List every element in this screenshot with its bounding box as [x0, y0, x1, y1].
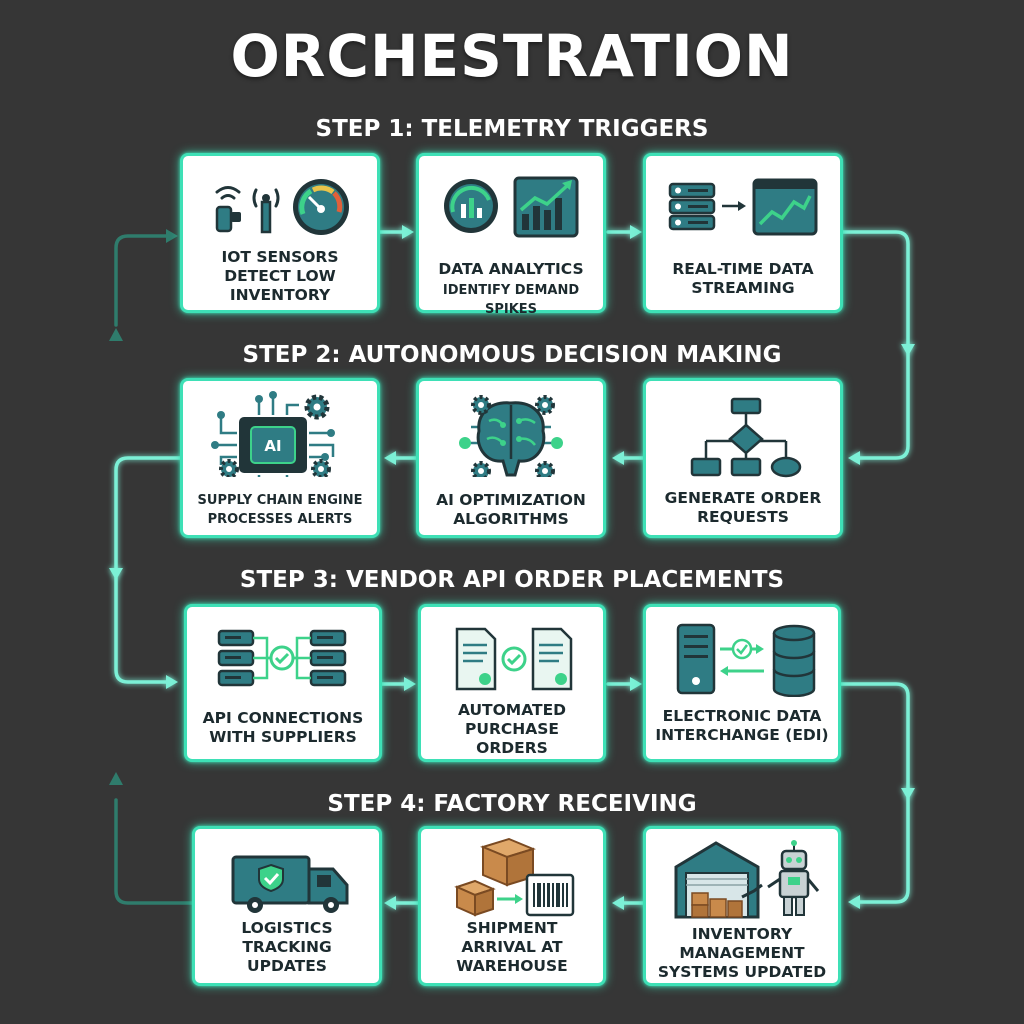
arrowhead [848, 895, 860, 909]
arrowhead [166, 229, 178, 243]
card-api-connections: API CONNECTIONS WITH SUPPLIERS [184, 604, 382, 762]
card-edi: ELECTRONIC DATA INTERCHANGE (EDI) [643, 604, 841, 762]
svg-text:AI: AI [264, 437, 281, 455]
card-purchase-orders: AUTOMATED PURCHASE ORDERS [418, 604, 606, 762]
documents-check-icon [455, 627, 573, 691]
arrowhead [166, 675, 178, 689]
card-label: API CONNECTIONS WITH SUPPLIERS [202, 709, 364, 746]
card-label: REAL-TIME DATA STREAMING [672, 260, 814, 297]
card-label: GENERATE ORDER REQUESTS [664, 489, 822, 526]
arrowhead [402, 225, 414, 239]
boxes-barcode-icon [454, 837, 575, 917]
card-label: LOGISTICS TRACKING UPDATES [241, 919, 333, 975]
server-database-exchange-icon [676, 623, 816, 697]
ai-chip-gears-icon: AI [211, 391, 335, 477]
card-label: IOT SENSORS DETECT LOW INVENTORY [221, 248, 339, 304]
arrowhead [612, 451, 624, 465]
iot-sensors-gauge-icon [215, 179, 349, 235]
arrowhead [630, 677, 642, 691]
card-sublabel: IDENTIFY DEMAND SPIKES [442, 283, 580, 317]
card-shipment-arrival: SHIPMENT ARRIVAL AT WAREHOUSE [418, 826, 606, 986]
arrowhead [109, 772, 123, 785]
arrowhead [384, 451, 396, 465]
card-label: DATA ANALYTICS [438, 260, 584, 278]
card-data-analytics: DATA ANALYTICS IDENTIFY DEMAND SPIKES [416, 153, 606, 317]
arrowhead [848, 451, 860, 465]
server-to-monitor-icon [668, 178, 818, 236]
arrowhead [109, 328, 123, 341]
card-logistics-tracking: LOGISTICS TRACKING UPDATES [192, 826, 382, 986]
server-network-check-icon [217, 629, 347, 687]
warehouse-robot-icon [674, 840, 820, 919]
card-realtime-streaming: REAL-TIME DATA STREAMING [643, 153, 843, 313]
step-3-heading: STEP 3: VENDOR API ORDER PLACEMENTS [239, 567, 785, 593]
step-2-heading: STEP 2: AUTONOMOUS DECISION MAKING [242, 342, 782, 368]
arrowhead [384, 896, 396, 910]
card-label: ELECTRONIC DATA INTERCHANGE (EDI) [655, 707, 829, 744]
card-iot-sensors: IOT SENSORS DETECT LOW INVENTORY [180, 153, 380, 313]
loop-return-mid [114, 234, 170, 327]
step-4-heading: STEP 4: FACTORY RECEIVING [327, 791, 697, 817]
card-ai-optimization: AI OPTIMIZATION ALGORITHMS [416, 378, 606, 538]
card-inventory-systems: INVENTORY MANAGEMENT SYSTEMS UPDATED [643, 826, 841, 986]
analytics-gauge-chart-icon [444, 176, 579, 238]
card-generate-orders: GENERATE ORDER REQUESTS [643, 378, 843, 538]
brain-gears-icon [459, 395, 563, 477]
card-label: AUTOMATED PURCHASE ORDERS [457, 701, 567, 757]
card-label: SHIPMENT ARRIVAL AT WAREHOUSE [456, 919, 568, 975]
arrowhead [612, 896, 624, 910]
flowchart-icon [690, 397, 802, 478]
card-supply-chain-engine: AI SUPPLY CHAIN ENGINE PROCESSES ALERTS [180, 378, 380, 538]
arrowhead [630, 225, 642, 239]
delivery-truck-icon [231, 855, 349, 913]
arrowhead [901, 788, 915, 800]
arrowhead [109, 568, 123, 580]
page-title: ORCHESTRATION [230, 22, 794, 90]
card-label: AI OPTIMIZATION ALGORITHMS [436, 491, 586, 528]
arrowhead [901, 344, 915, 356]
arrowhead [404, 677, 416, 691]
loop-return-lower [114, 798, 194, 905]
card-label: SUPPLY CHAIN ENGINE PROCESSES ALERTS [197, 493, 363, 527]
card-label: INVENTORY MANAGEMENT SYSTEMS UPDATED [657, 925, 827, 981]
step-1-heading: STEP 1: TELEMETRY TRIGGERS [315, 116, 709, 142]
